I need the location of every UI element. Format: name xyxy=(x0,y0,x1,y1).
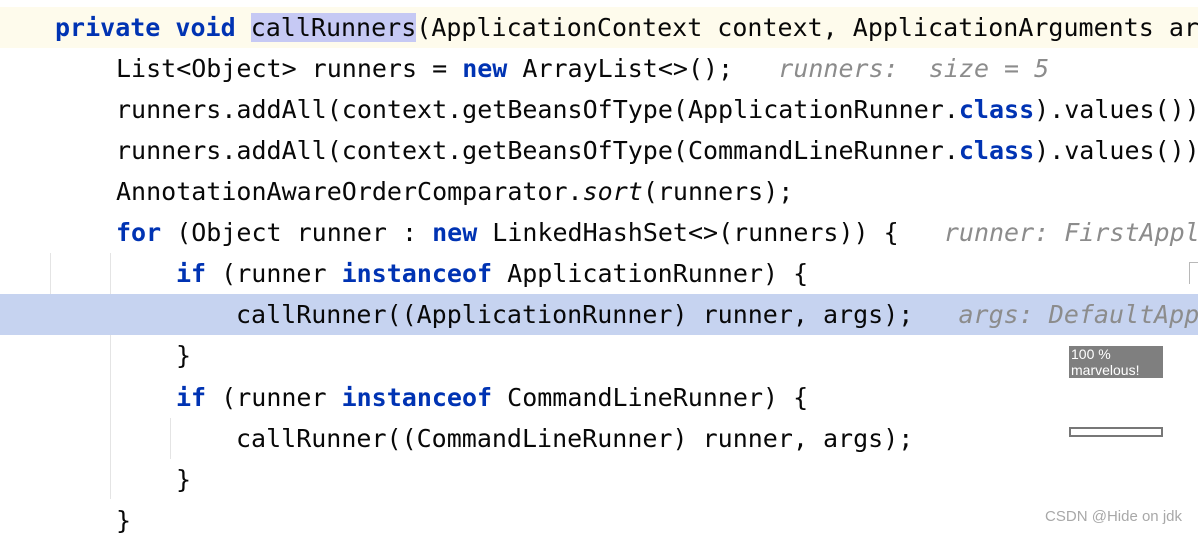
keyword-token: class xyxy=(958,136,1035,165)
scrollbar-thumb[interactable] xyxy=(1189,262,1198,284)
code-text: } xyxy=(176,335,191,376)
progress-bar xyxy=(1069,427,1163,437)
code-token: LinkedHashSet<>(runners)) { xyxy=(477,218,899,247)
sort-runners-line[interactable]: AnnotationAwareOrderComparator.sort(runn… xyxy=(0,171,1198,212)
code-text: callRunner((ApplicationRunner) runner, a… xyxy=(236,294,1198,335)
code-text: } xyxy=(176,459,191,500)
keyword-token: void xyxy=(175,13,236,42)
code-token: runners.addAll(context.getBeansOfType(Ap… xyxy=(116,95,959,124)
code-token: runners.addAll(context.getBeansOfType(Co… xyxy=(116,136,959,165)
keyword-token: instanceof xyxy=(341,383,493,412)
code-text: AnnotationAwareOrderComparator.sort(runn… xyxy=(116,171,793,212)
close-if-brace-line[interactable]: } xyxy=(0,335,1198,376)
code-token: (runner xyxy=(206,383,342,412)
code-token: (runners); xyxy=(642,177,794,206)
code-token: ).values()); xyxy=(1034,136,1198,165)
code-token: callRunner((ApplicationRunner) runner, a… xyxy=(236,300,914,329)
code-token: (runner xyxy=(206,259,342,288)
keyword-token: instanceof xyxy=(341,259,493,288)
inline-value-hint: args: DefaultApplicationArguments xyxy=(958,300,1198,329)
inline-value-hint: runners: size = 5 xyxy=(733,54,1050,83)
static-method-token: sort xyxy=(582,177,643,206)
inline-value-hint: runner: FirstApplicationRunner xyxy=(943,218,1198,247)
call-commandline-runner-line[interactable]: callRunner((CommandLineRunner) runner, a… xyxy=(0,418,1198,459)
code-text: callRunner((CommandLineRunner) runner, a… xyxy=(236,418,913,459)
close-for-brace-line[interactable]: } xyxy=(0,500,1198,537)
keyword-token: for xyxy=(116,218,162,247)
watermark-text: CSDN @Hide on jdk xyxy=(1045,508,1182,525)
code-text: } xyxy=(116,500,131,537)
score-badge: 100 % marvelous! xyxy=(1069,346,1163,378)
code-token: List<Object> runners = xyxy=(116,54,463,83)
if-commandline-runner-line[interactable]: if (runner instanceof CommandLineRunner)… xyxy=(0,377,1198,418)
for-loop-line[interactable]: for (Object runner : new LinkedHashSet<>… xyxy=(0,212,1198,253)
code-token: ).values()); xyxy=(1034,95,1198,124)
code-text: List<Object> runners = new ArrayList<>()… xyxy=(116,48,1049,89)
if-application-runner-line[interactable]: if (runner instanceof ApplicationRunner)… xyxy=(0,253,1198,294)
add-application-runners-line[interactable]: runners.addAll(context.getBeansOfType(Ap… xyxy=(0,89,1198,130)
close-if-brace-line[interactable]: } xyxy=(0,459,1198,500)
method-signature-line[interactable]: private void callRunners(ApplicationCont… xyxy=(0,7,1198,48)
code-token: } xyxy=(176,465,192,494)
code-text: for (Object runner : new LinkedHashSet<>… xyxy=(116,212,1198,253)
indent-guide xyxy=(170,418,171,459)
code-text: private void callRunners(ApplicationCont… xyxy=(55,7,1198,48)
indent-guide xyxy=(50,253,51,294)
keyword-token: class xyxy=(958,95,1035,124)
add-commandline-runners-line[interactable]: runners.addAll(context.getBeansOfType(Co… xyxy=(0,130,1198,171)
code-token xyxy=(236,13,251,42)
score-percent: 100 % xyxy=(1071,346,1111,362)
keyword-token: private xyxy=(55,13,161,42)
code-token: ArrayList<>(); xyxy=(507,54,734,83)
score-message: marvelous! xyxy=(1071,362,1140,378)
code-token: callRunner((CommandLineRunner) runner, a… xyxy=(236,424,914,453)
code-text: runners.addAll(context.getBeansOfType(Ap… xyxy=(116,89,1198,130)
indent-guide xyxy=(110,253,111,499)
code-token: (Object runner : xyxy=(161,218,433,247)
code-text: if (runner instanceof ApplicationRunner)… xyxy=(176,253,808,294)
code-token: (ApplicationContext context, Application… xyxy=(416,13,1198,42)
code-token: CommandLineRunner) { xyxy=(492,383,809,412)
keyword-token: if xyxy=(176,259,207,288)
code-token: } xyxy=(116,506,132,535)
code-text: runners.addAll(context.getBeansOfType(Co… xyxy=(116,130,1198,171)
keyword-token: if xyxy=(176,383,207,412)
code-token: } xyxy=(176,341,192,370)
code-token: AnnotationAwareOrderComparator. xyxy=(116,177,583,206)
code-token xyxy=(160,13,175,42)
call-application-runner-line[interactable]: callRunner((ApplicationRunner) runner, a… xyxy=(0,294,1198,335)
code-token: ApplicationRunner) { xyxy=(492,259,809,288)
runners-declaration-line[interactable]: List<Object> runners = new ArrayList<>()… xyxy=(0,48,1198,89)
progress-fill xyxy=(1071,429,1161,435)
code-text: if (runner instanceof CommandLineRunner)… xyxy=(176,377,808,418)
keyword-token: new xyxy=(432,218,478,247)
selected-identifier: callRunners xyxy=(250,13,417,42)
keyword-token: new xyxy=(462,54,508,83)
